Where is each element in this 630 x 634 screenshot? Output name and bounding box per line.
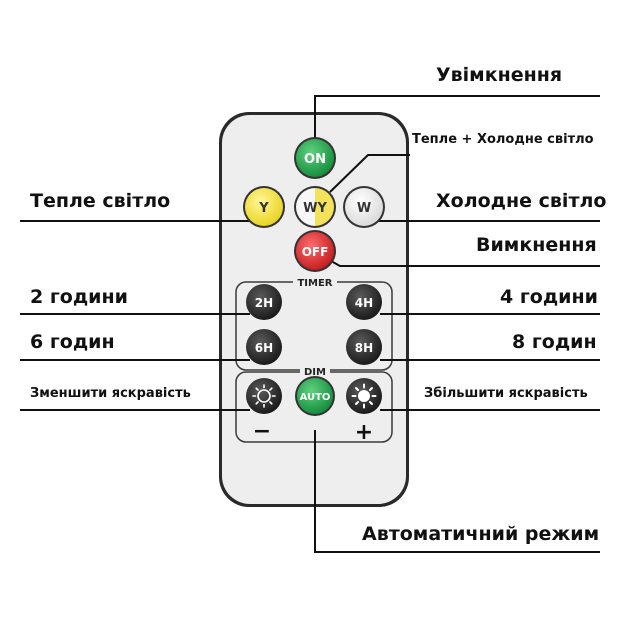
- sun-bright-icon: [351, 383, 377, 409]
- timer-8h-button[interactable]: 8H: [346, 329, 382, 365]
- label-warm: Тепле світло: [30, 190, 171, 212]
- on-button-label: ON: [304, 152, 326, 167]
- label-4h: 4 години: [500, 286, 598, 308]
- label-on: Увімкнення: [436, 64, 563, 86]
- dim-label: DIM: [304, 367, 326, 378]
- timer-6h-label: 6H: [255, 341, 273, 355]
- label-auto: Автоматичний режим: [362, 523, 600, 545]
- timer-6h-button[interactable]: 6H: [246, 329, 282, 365]
- auto-button-label: AUTO: [300, 392, 331, 403]
- dim-minus-button[interactable]: [246, 378, 282, 414]
- timer-label: TIMER: [297, 278, 332, 289]
- warm-light-button-label: Y: [258, 201, 269, 216]
- timer-4h-label: 4H: [355, 296, 373, 310]
- timer-2h-label: 2H: [255, 296, 273, 310]
- connector-lines: [20, 95, 600, 553]
- label-6h: 6 годин: [30, 331, 115, 353]
- label-off: Вимкнення: [476, 234, 597, 256]
- label-warm-cold: Тепле + Холодне світло: [412, 132, 594, 147]
- warm-light-button[interactable]: Y: [243, 186, 285, 228]
- label-cold: Холодне світло: [436, 190, 607, 212]
- minus-sign: −: [253, 419, 271, 444]
- warm-cold-light-button-label: WY: [303, 201, 327, 216]
- label-2h: 2 години: [30, 286, 128, 308]
- timer-2h-button[interactable]: 2H: [246, 284, 282, 320]
- off-button[interactable]: OFF: [294, 230, 336, 272]
- cold-light-button-label: W: [357, 201, 371, 216]
- on-button[interactable]: ON: [294, 137, 336, 179]
- label-8h: 8 годин: [512, 331, 597, 353]
- off-button-label: OFF: [302, 245, 329, 259]
- auto-button[interactable]: AUTO: [295, 376, 335, 416]
- cold-light-button[interactable]: W: [343, 186, 385, 228]
- dim-plus-button[interactable]: [346, 378, 382, 414]
- sun-dim-icon: [252, 384, 276, 408]
- warm-cold-light-button[interactable]: WY: [294, 186, 336, 228]
- label-dim-plus: Збільшити яскравість: [424, 386, 588, 401]
- plus-sign: +: [355, 420, 373, 445]
- label-dim-minus: Зменшити яскравість: [30, 386, 191, 401]
- timer-8h-label: 8H: [355, 341, 373, 355]
- timer-4h-button[interactable]: 4H: [346, 284, 382, 320]
